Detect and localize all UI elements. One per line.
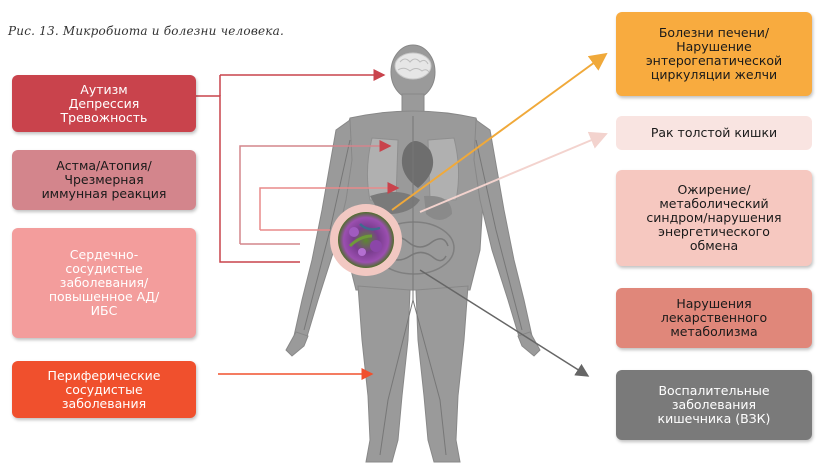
box-drug-metabolism: Нарушения лекарственного метаболизма [616,288,812,348]
box-cardiovascular: Сердечно- сосудистые заболевания/ повыше… [12,228,196,338]
box-asthma: Астма/Атопия/ Чрезмерная иммунная реакци… [12,150,196,210]
box-autism: Аутизм Депрессия Тревожность [12,75,196,132]
microbiome-icon [330,204,402,276]
box-colon-cancer: Рак толстой кишки [616,116,812,150]
box-peripheral-vascular: Периферические сосудистые заболевания [12,361,196,418]
box-liver-disease: Болезни печени/ Нарушение энтерогепатиче… [616,12,812,96]
box-ibd: Воспалительные заболевания кишечника (ВЗ… [616,370,812,440]
brain-icon [395,53,431,79]
box-obesity: Ожирение/ метаболический синдром/нарушен… [616,170,812,266]
